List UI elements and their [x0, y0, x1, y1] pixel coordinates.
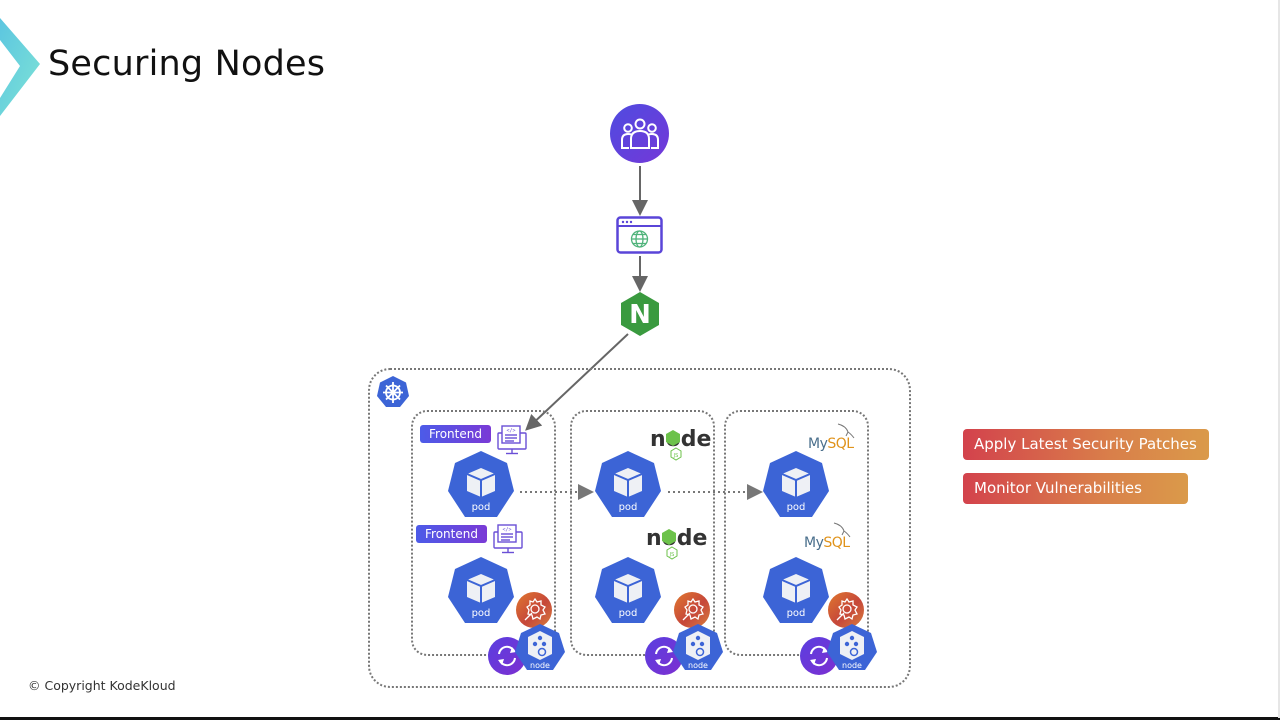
pod-label: pod: [471, 502, 491, 513]
pod-label: pod: [471, 608, 491, 619]
nodejs-logo: node JS: [646, 526, 707, 560]
pod-label: pod: [618, 502, 638, 513]
pod-cube-icon: [448, 557, 514, 623]
page-title: Securing Nodes: [48, 44, 326, 84]
web-code-monitor-icon: </>: [497, 425, 527, 455]
worker-node-mysql: [724, 410, 869, 656]
mysql-dolphin-icon: [837, 423, 855, 439]
pod-mysql-2: pod: [762, 557, 830, 625]
worker-node-nodejs: [570, 410, 715, 656]
nginx-icon: N: [621, 292, 659, 336]
maintenance-gear-icon: [674, 592, 710, 628]
svg-text:</>: </>: [506, 428, 515, 434]
practice-monitor-vulnerabilities: Monitor Vulnerabilities: [963, 473, 1188, 504]
node-hept-icon: node: [514, 624, 566, 672]
mysql-dolphin-icon: [833, 522, 851, 538]
nodejs-logo: node JS: [650, 427, 711, 461]
pod-label: pod: [786, 608, 806, 619]
node-hept-icon: node: [826, 624, 878, 672]
kubernetes-helm-icon: [377, 376, 409, 407]
pod-cube-icon: [763, 451, 829, 517]
web-browser-globe-icon: [616, 216, 663, 254]
copyright-footer: © Copyright KodeKloud: [28, 678, 176, 693]
pod-cube-icon: [595, 557, 661, 623]
pod-frontend-1: pod: [447, 451, 515, 519]
pod-cube-icon: [763, 557, 829, 623]
svg-text:JS: JS: [669, 552, 675, 558]
frontend-tag: Frontend: [420, 425, 491, 443]
kodekloud-chevron-icon: [0, 18, 40, 116]
maintenance-gear-icon: [516, 592, 552, 628]
pod-nodejs-2: pod: [594, 557, 662, 625]
nginx-letter: N: [629, 300, 651, 330]
pod-cube-icon: [448, 451, 514, 517]
bottom-border: [0, 717, 1280, 720]
svg-text:node: node: [650, 427, 711, 452]
worker-node-frontend: [411, 410, 556, 656]
svg-text:node: node: [530, 661, 550, 670]
pod-nodejs-1: pod: [594, 451, 662, 519]
frontend-tag: Frontend: [416, 525, 487, 543]
node-hept-icon: node: [672, 624, 724, 672]
svg-text:node: node: [646, 526, 707, 551]
svg-text:</>: </>: [502, 527, 511, 533]
svg-text:node: node: [688, 661, 708, 670]
pod-cube-icon: [595, 451, 661, 517]
practice-apply-patches: Apply Latest Security Patches: [963, 429, 1209, 460]
kubernetes-cluster: [368, 368, 911, 688]
pod-mysql-1: pod: [762, 451, 830, 519]
web-code-monitor-icon: </>: [493, 524, 523, 554]
pod-label: pod: [618, 608, 638, 619]
mysql-logo: MySQL: [808, 422, 860, 456]
mysql-logo: MySQL: [804, 521, 856, 555]
users-group-icon: [620, 118, 659, 149]
maintenance-gear-icon: [828, 592, 864, 628]
users-icon: [610, 104, 669, 163]
svg-text:JS: JS: [673, 453, 679, 459]
pod-label: pod: [786, 502, 806, 513]
svg-text:node: node: [842, 661, 862, 670]
right-border: [1278, 0, 1280, 718]
pod-frontend-2: pod: [447, 557, 515, 625]
